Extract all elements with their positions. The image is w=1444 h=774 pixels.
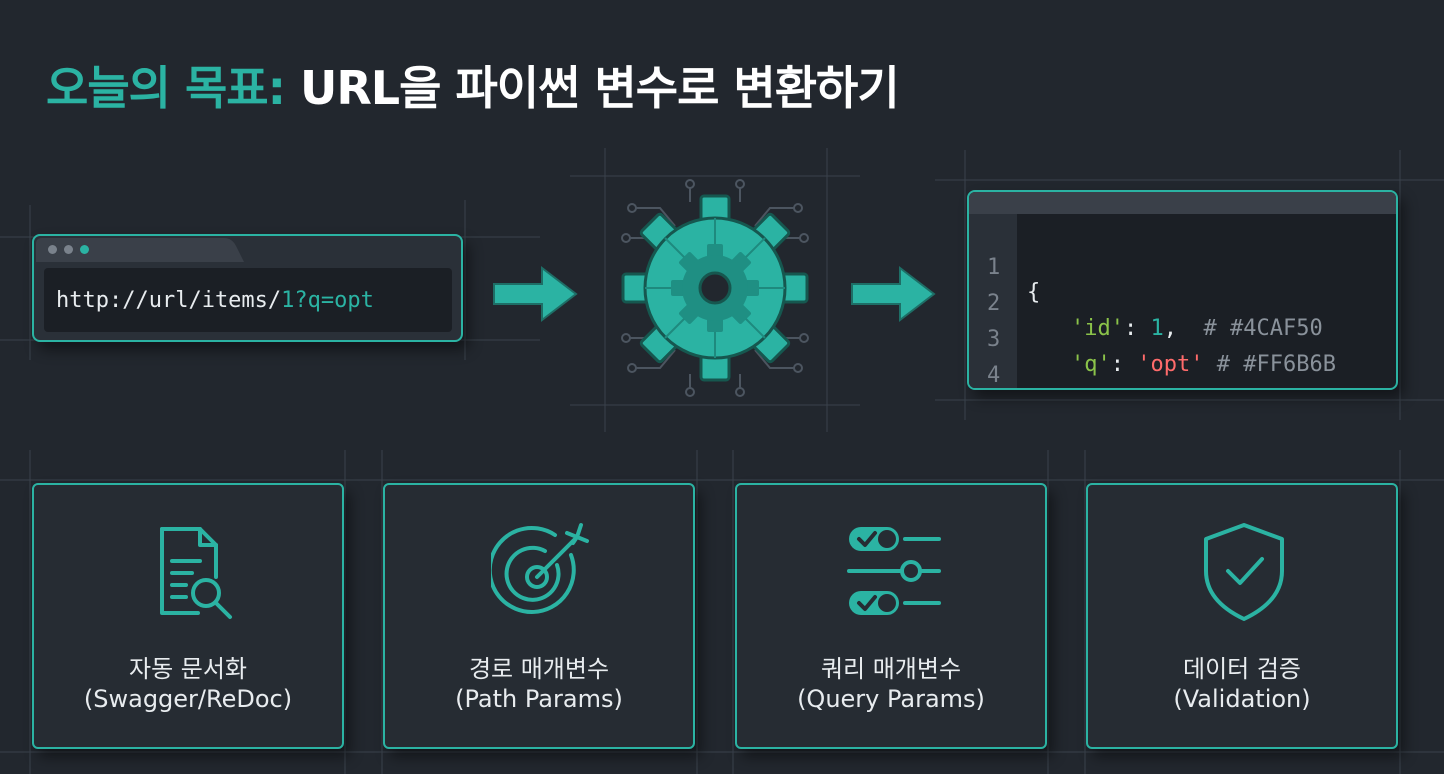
code-editor: 1 { 2 'id': 1, # #4CAF50 3 'q': 'opt' # … [967,190,1398,390]
target-icon [491,523,589,614]
code-comment: # #FF6B6B [1216,352,1336,377]
code-line: 1 { [969,230,1396,305]
url-base: http://url/items/ [56,288,282,313]
editor-title-bar [969,192,1396,214]
card-title: 쿼리 매개변수 [820,655,962,683]
arrow-right-icon [493,265,578,323]
url-param: 1?q=opt [281,288,374,313]
code-comma: , [1163,316,1204,341]
card-title: 자동 문서화 [128,655,248,683]
code-value: 1 [1150,316,1164,341]
code-value: 'opt' [1137,352,1204,377]
card-subtitle: (Swagger/ReDoc) [83,685,293,713]
code-sep: : [1110,352,1138,377]
window-dot-icon [48,245,57,254]
gear-icon [621,179,809,397]
url-text: http://url/items/1?q=opt [56,288,374,313]
shield-check-icon [1204,523,1284,621]
code-comment: # #4CAF50 [1203,316,1323,341]
arrow-right-icon [851,265,936,323]
feature-card-docs: 자동 문서화 (Swagger/ReDoc) [32,483,344,749]
code-text: 'q': 'opt' # #FF6B6B [1071,352,1336,377]
code-key: 'q' [1071,352,1111,377]
title-main: URL을 파이썬 변수로 변환하기 [300,61,900,115]
toggle-sliders-icon [847,527,941,615]
code-key: 'id' [1071,316,1124,341]
line-number: 1 [987,255,1001,280]
browser-tab-bar [34,236,461,262]
code-line: 3 'q': 'opt' # #FF6B6B [969,302,1396,377]
window-dot-icon [80,245,89,254]
code-text: { [1027,280,1041,305]
line-number: 3 [987,327,1001,352]
card-subtitle: (Validation) [1173,685,1311,713]
code-text: 'id': 1, # #4CAF50 [1071,316,1323,341]
code-sep: : [1123,316,1151,341]
browser-window: http://url/items/1?q=opt [32,234,463,342]
title-accent: 오늘의 목표: [46,61,286,115]
line-number: 2 [987,291,1001,316]
code-text: } [1027,388,1040,390]
window-dot-icon [64,245,73,254]
card-subtitle: (Query Params) [797,685,985,713]
card-title: 데이터 검증 [1182,655,1302,683]
feature-card-validation: 데이터 검증 (Validation) [1086,483,1398,749]
page-title: 오늘의 목표: URL을 파이썬 변수로 변환하기 [46,52,900,118]
feature-card-query-params: 쿼리 매개변수 (Query Params) [735,483,1047,749]
code-line: 4 } [969,338,1396,388]
card-title: 경로 매개변수 [468,655,610,683]
code-line: 2 'id': 1, # #4CAF50 [969,266,1396,341]
card-subtitle: (Path Params) [455,685,623,713]
document-search-icon [160,527,232,619]
line-number: 4 [987,363,1001,388]
editor-gutter [969,214,1017,388]
feature-card-path-params: 경로 매개변수 (Path Params) [383,483,695,749]
url-input: http://url/items/1?q=opt [44,268,452,332]
